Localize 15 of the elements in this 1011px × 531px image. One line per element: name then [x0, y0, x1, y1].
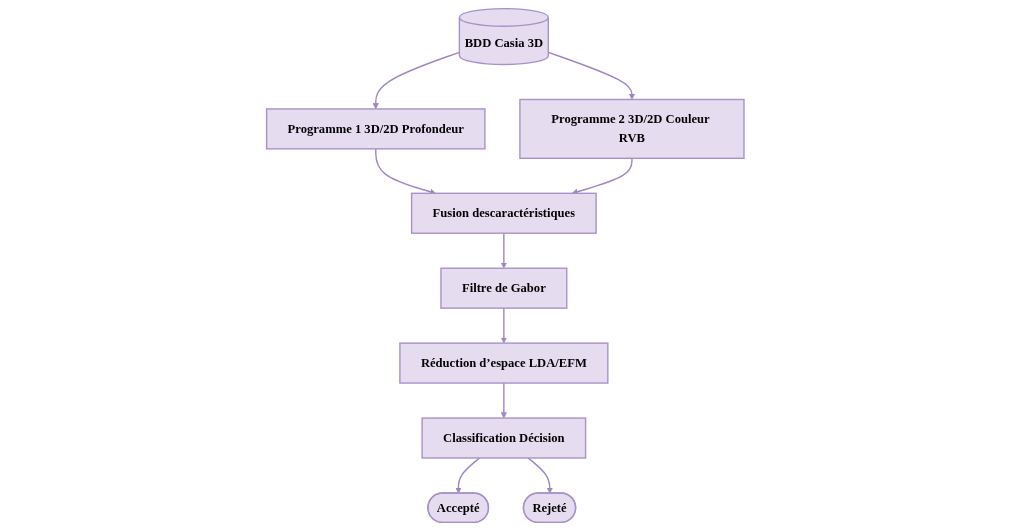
node-box: Programme 2 3D/2D Couleur RVB	[519, 98, 745, 159]
arrow	[527, 457, 554, 494]
arrow	[501, 382, 508, 419]
arrow	[375, 148, 437, 195]
node-box: Classification Décision	[421, 417, 587, 459]
arrow	[572, 157, 633, 195]
node-box: Programme 1 3D/2D Profondeur	[266, 108, 486, 150]
node-box: Fusion descaractéristiques	[411, 192, 597, 234]
arrow	[501, 232, 508, 269]
node-box: Filtre de Gabor	[440, 267, 568, 309]
arrow	[455, 457, 481, 494]
arrow	[501, 307, 508, 344]
arrow	[372, 51, 461, 110]
node-box: Réduction d’espace LDA/EFM	[399, 342, 609, 384]
arrow	[547, 51, 636, 100]
